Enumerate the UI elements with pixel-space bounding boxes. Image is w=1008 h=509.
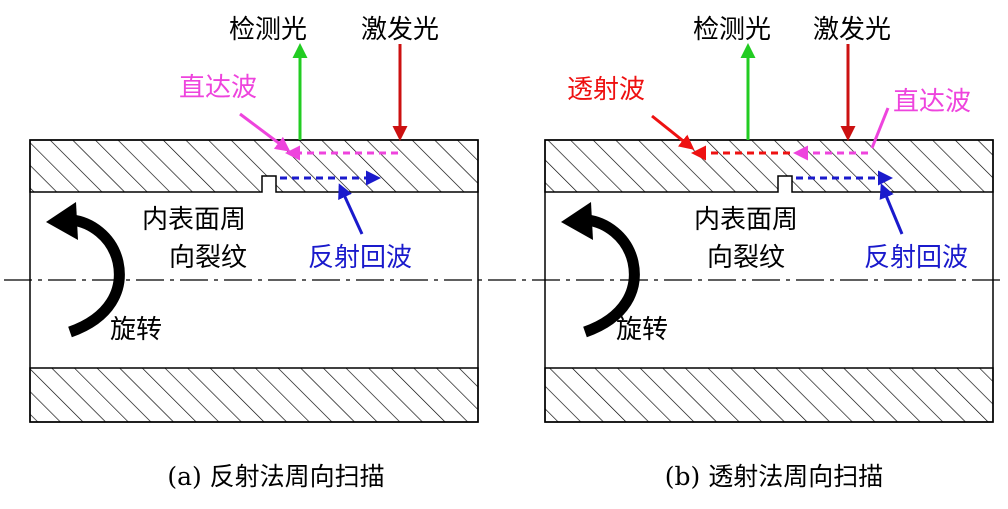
pipe-lower-wall-b (544, 367, 994, 423)
reflected-wave-pointer-a (338, 183, 364, 235)
detection-light-label-b: 检测光 (693, 15, 771, 45)
pipe-lower-wall-a (29, 367, 479, 423)
detection-light-label-a: 检测光 (229, 15, 307, 45)
caption-a: (a) 反射法周向扫描 (167, 462, 384, 491)
panel-b: 检测光 激发光 透射波 直达波 内表面周 向裂纹 反射回波 旋转 (b) 透射法… (544, 15, 994, 491)
transmitted-wave-pointer-b (651, 114, 695, 150)
excitation-light-label-b: 激发光 (813, 15, 891, 45)
rotation-label-a: 旋转 (110, 315, 162, 345)
rotation-arrow-icon-b (561, 202, 640, 338)
direct-wave-label-a: 直达波 (179, 73, 257, 103)
crack-label-line1-b: 内表面周 (694, 205, 798, 235)
direct-wave-pointer-b (870, 107, 890, 149)
reflected-wave-pointer-b (879, 183, 904, 235)
direct-wave-label-b: 直达波 (893, 87, 971, 117)
transmitted-wave-label-b: 透射波 (567, 75, 645, 105)
rotation-arrow-icon-a (46, 202, 125, 338)
reflected-wave-label-a: 反射回波 (308, 243, 412, 273)
crack-label-line2-b: 向裂纹 (707, 243, 785, 273)
pipe-upper-wall-a (29, 139, 479, 193)
rotation-label-b: 旋转 (616, 315, 668, 345)
reflected-wave-label-b: 反射回波 (864, 243, 968, 273)
pipe-upper-wall-b (544, 139, 994, 193)
excitation-light-label-a: 激发光 (361, 15, 439, 45)
crack-label-line1-a: 内表面周 (142, 205, 246, 235)
caption-b: (b) 透射法周向扫描 (665, 462, 883, 491)
crack-label-line2-a: 向裂纹 (169, 243, 247, 273)
direct-wave-pointer-a (239, 112, 291, 152)
panel-a: 检测光 激发光 直达波 内表面周 向裂纹 反射回波 旋转 (a) 反射法周向扫描 (29, 15, 479, 491)
